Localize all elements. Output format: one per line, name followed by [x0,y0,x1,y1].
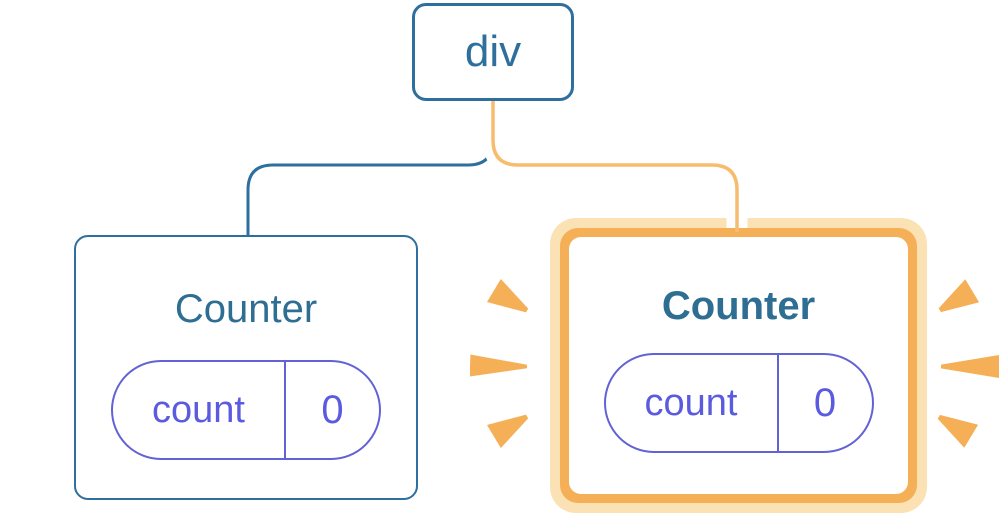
edge-div-to-left-counter [246,97,495,237]
state-value: 0 [813,380,837,425]
state-label: count [606,355,779,451]
counter-title: Counter [661,284,816,328]
state-pill: count 0 [111,360,381,460]
edge-div-to-right-counter [491,97,739,232]
root-node: div [412,3,574,101]
counter-title: Counter [174,287,318,331]
root-node-label: div [464,27,522,76]
counter-card-right-border: Counter count 0 [560,228,917,503]
edge-div-to-right-counter-casing [482,97,748,228]
state-label: count [113,362,286,458]
state-pill: count 0 [603,353,874,453]
counter-card-left: Counter count 0 [74,235,418,500]
counter-card-right: Counter count 0 [569,237,908,494]
state-value: 0 [321,387,344,432]
counter-card-right-halo: Counter count 0 [550,218,927,513]
